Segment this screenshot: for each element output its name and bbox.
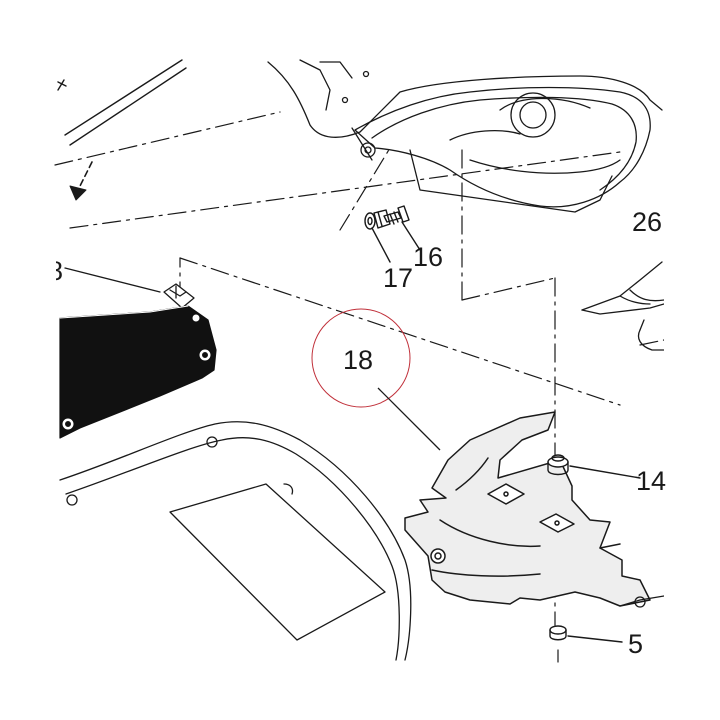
bottom-right-part xyxy=(619,595,664,608)
callout-part-5: 5 xyxy=(628,629,644,659)
highlight-circle xyxy=(311,308,411,408)
grommet-14 xyxy=(547,454,641,479)
clip-nut-8 xyxy=(64,267,195,309)
lower-panel xyxy=(59,421,412,661)
callout-part-18: 18 xyxy=(343,345,374,375)
upper-left-panel-edge xyxy=(57,59,187,146)
direction-arrow-icon xyxy=(69,161,93,201)
dark-bracket xyxy=(59,305,217,439)
panel-18 xyxy=(404,411,651,607)
grommet-5 xyxy=(549,625,623,643)
callout-18-leader xyxy=(377,387,441,451)
callout-part-16: 16 xyxy=(413,242,444,272)
callout-part-17: 17 xyxy=(383,263,414,293)
part-26-fragment xyxy=(581,261,664,351)
washer-17 xyxy=(364,212,391,263)
screw-16 xyxy=(373,205,421,251)
callout-part-14: 14 xyxy=(636,466,667,496)
callout-part-26: 26 xyxy=(632,207,663,237)
headlight-assembly xyxy=(267,59,663,213)
callout-part-8-partial: 8 xyxy=(48,256,64,286)
